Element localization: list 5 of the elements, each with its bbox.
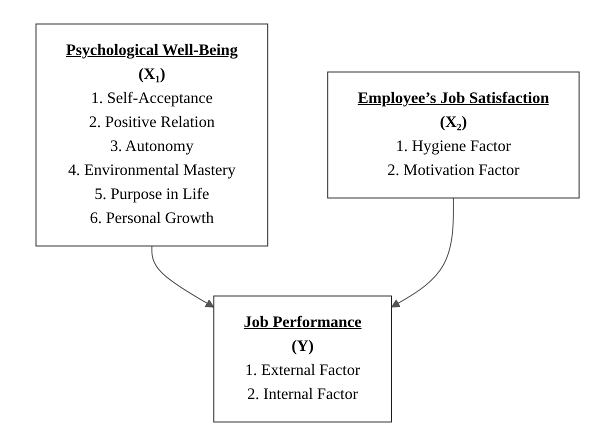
- node-box: Job Performance (Y) 1. External Factor 2. Internal Factor: [213, 296, 392, 422]
- node-box: Psychological Well-Being (X₁) 1. Self-Acceptance 2. Positive Relation 3. Autonomy 4. Environmental Mastery 5. Purpose in Life 6. Personal Growth: [35, 24, 268, 246]
- arrow: [151, 246, 214, 308]
- arrow: [391, 198, 454, 308]
- node-box: Employee’s Job Satisfaction (X₂) 1. Hygiene Factor 2. Motivation Factor: [327, 72, 580, 198]
